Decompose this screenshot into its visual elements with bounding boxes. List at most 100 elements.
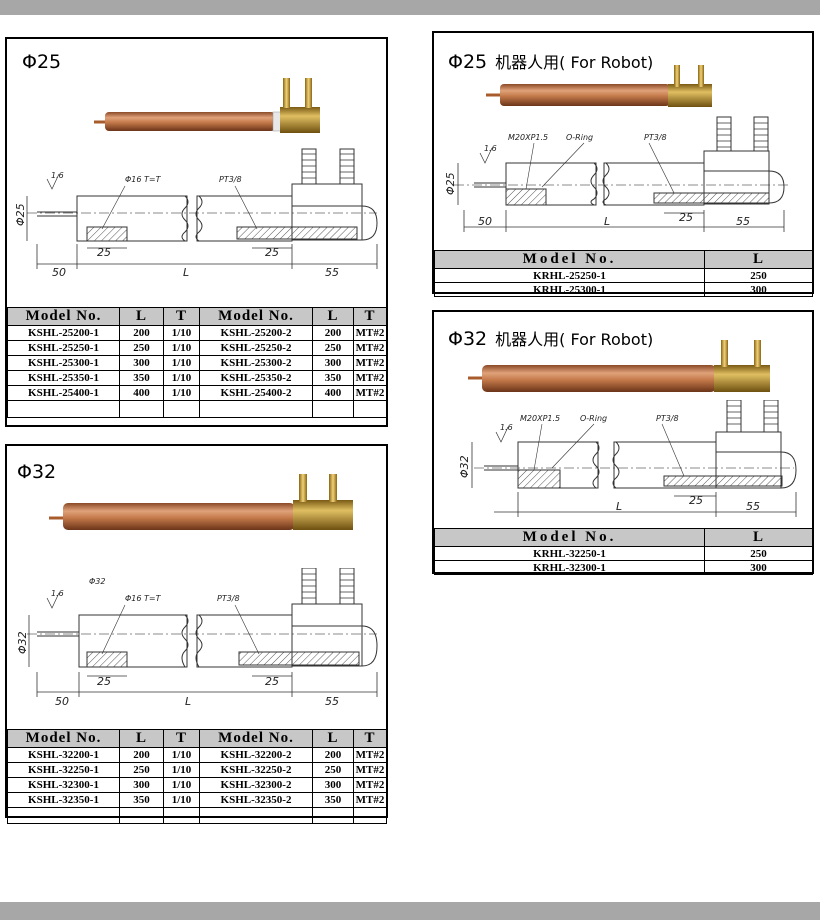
cell-t: 1/10 [163,355,200,371]
dim-L: L [616,500,622,513]
col-t: T [353,307,387,326]
cell-t: MT#2 [353,747,387,763]
dim-thread: PT3/8 [217,594,240,603]
cell-l: 250 [704,268,813,283]
col-l: L [119,729,164,748]
dim-25-right: 25 [265,675,279,688]
cell-model: KSHL-25250-2 [199,340,313,356]
cell-model: KSHL-25300-2 [199,355,313,371]
dim-diameter: Φ25 [444,172,457,195]
cell-l: 300 [119,355,164,371]
dim-L: L [185,695,191,708]
col-t: T [353,729,387,748]
cell-model: KSHL-25400-2 [199,385,313,401]
panel-subtitle: 机器人用( For Robot) [495,53,654,72]
cell-model: KRHL-32300-1 [434,560,705,575]
cell-model: KSHL-25250-1 [7,340,120,356]
cell-l: 300 [312,355,354,371]
cell-l: 400 [312,385,354,401]
panel-phi25-robot: Φ25 机器人用( For Robot) Φ25 [432,31,814,297]
dim-L: L [183,266,189,279]
cell-t: MT#2 [353,777,387,793]
cell-model: KSHL-25200-1 [7,325,120,341]
cell-l: 300 [312,777,354,793]
cell-l: 350 [312,370,354,386]
electrode-photo [486,65,712,107]
cell-t: 1/10 [163,747,200,763]
dim-25: 25 [679,211,693,224]
panel-title: Φ32 [17,461,57,483]
spec-table: Model No. L T Model No. L T KSHL-32200-1… [7,729,387,824]
technical-drawing: Φ25 1.6 Φ16 T=T PT3/8 50 25 25 L 55 [14,148,378,279]
col-model: Model No. [7,307,120,326]
dim-25-left: 25 [97,675,111,688]
dim-bore: Φ16 T=T [125,175,162,184]
cell-l: 200 [119,747,164,763]
cell-model: KSHL-32350-1 [7,792,120,808]
col-l: L [704,528,813,547]
cell-model: KRHL-25250-1 [434,268,705,283]
dim-oring: O-Ring [566,133,593,142]
panel-title-size: Φ25 [448,51,488,73]
cell-model: KSHL-25350-2 [199,370,313,386]
cell-model: KSHL-25400-1 [7,385,120,401]
electrode-photo [94,78,320,133]
cell-model: KRHL-25300-1 [434,282,705,297]
cell-model: KSHL-32300-1 [7,777,120,793]
col-model: Model No. [199,729,313,748]
cell-l: 250 [312,340,354,356]
bottom-band [0,902,820,920]
dim-25-left: 25 [97,246,111,259]
cell-model: KSHL-25300-1 [7,355,120,371]
cell-l: 400 [119,385,164,401]
dim-55: 55 [325,695,339,708]
cell-t: 1/10 [163,777,200,793]
dim-50: 50 [52,266,66,279]
cell-l: 250 [704,546,813,561]
cell-l: 300 [704,282,813,297]
col-model: Model No. [7,729,120,748]
dim-m-thread: M20XP1.5 [520,414,560,423]
cell-t: MT#2 [353,355,387,371]
cell-l: 250 [312,762,354,778]
cell-l: 300 [704,560,813,575]
dim-oring: O-Ring [580,414,607,423]
cell-l: 200 [119,325,164,341]
col-t: T [163,729,200,748]
dim-50: 50 [478,215,492,228]
spec-table: Model No. L T Model No. L T KSHL-25200-1… [7,307,387,418]
col-model: Model No. [434,528,705,547]
dim-25: 25 [689,494,703,507]
panel-title: Φ25 机器人用( For Robot) [448,49,653,73]
dim-pt-thread: PT3/8 [656,414,679,423]
dim-L: L [604,215,610,228]
cell-model: KSHL-32200-2 [199,747,313,763]
dim-50: 50 [55,695,69,708]
panel-title: Φ25 [22,51,62,73]
cell-model: KSHL-32300-2 [199,777,313,793]
panel-phi32: Φ32 Φ32 Φ32 1.6 Φ1 [5,444,388,824]
cell-model: KSHL-32350-2 [199,792,313,808]
panel-title-size: Φ32 [448,328,488,350]
col-l: L [119,307,164,326]
top-band [0,0,820,15]
cell-l: 250 [119,762,164,778]
col-model: Model No. [199,307,313,326]
cell-model: KSHL-25350-1 [7,370,120,386]
cell-model: KSHL-32250-2 [199,762,313,778]
cell-t: 1/10 [163,340,200,356]
technical-drawing: Φ25 1.6 M20XP1.5 O-Ring PT3/8 50 L 25 55 [444,116,789,232]
table-row-empty [7,807,387,824]
